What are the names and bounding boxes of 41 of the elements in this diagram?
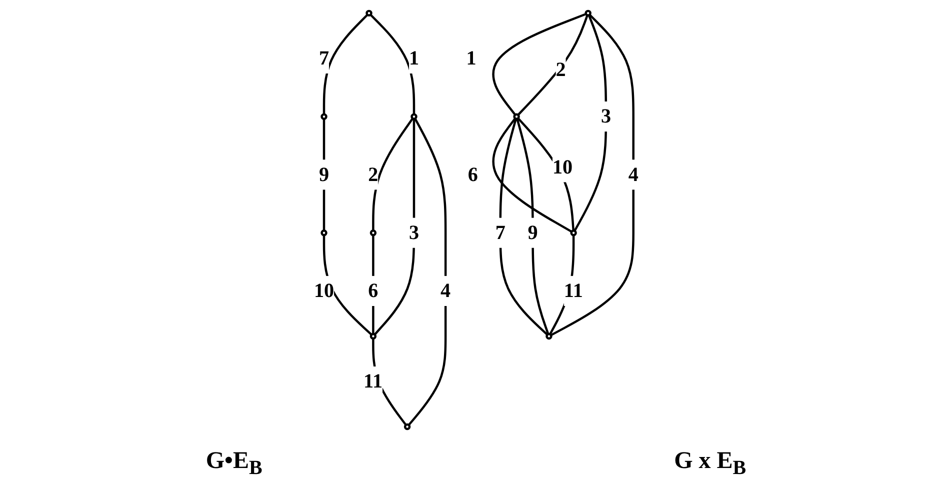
connector <box>322 14 368 114</box>
edge-label: 10 <box>552 155 572 178</box>
node-circle <box>513 113 520 120</box>
edge-label: 1 <box>408 46 419 70</box>
node-circle <box>404 423 410 430</box>
edge-label: 6 <box>368 279 378 302</box>
node-circle <box>410 113 418 120</box>
edge-label: 3 <box>408 221 419 244</box>
edge-label: 10 <box>314 279 334 302</box>
connector <box>517 118 574 231</box>
edge-label: 3 <box>600 104 611 128</box>
edge-label: 1 <box>466 46 476 70</box>
edge-label: 6 <box>468 162 478 186</box>
edge-label: 9 <box>528 221 538 244</box>
edge-label: 7 <box>318 46 329 70</box>
node-circle <box>320 230 328 236</box>
connector <box>370 14 415 114</box>
edge-label: 4 <box>440 279 450 302</box>
edge-label: 2 <box>368 162 378 186</box>
connector <box>516 118 550 335</box>
edge-label: 11 <box>564 279 583 302</box>
edge-label: 11 <box>363 370 382 392</box>
connector <box>499 118 548 336</box>
node-circle <box>570 230 577 236</box>
node-circle <box>320 113 328 120</box>
edge-label: 4 <box>628 162 638 186</box>
connector <box>492 12 586 116</box>
connector <box>492 118 572 233</box>
node-circle <box>584 10 592 17</box>
node-circle <box>370 332 376 340</box>
graph-caption: G•E$_{B}$ <box>206 448 262 480</box>
node-circle <box>545 332 552 340</box>
node-circle <box>365 10 372 17</box>
edge-label: 7 <box>495 221 506 244</box>
connector <box>408 118 447 426</box>
connector <box>517 14 588 116</box>
graph-caption: G x E$_{B}$ <box>674 448 746 480</box>
edge-label: 2 <box>556 58 566 81</box>
connector <box>372 118 414 231</box>
node-circle <box>370 230 376 236</box>
edge-label: 9 <box>318 162 329 186</box>
